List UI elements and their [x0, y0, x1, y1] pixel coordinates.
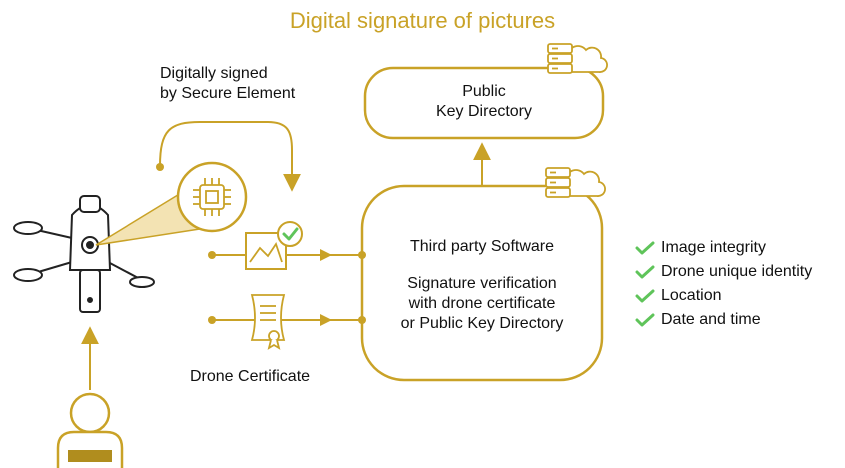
check-icon	[635, 289, 655, 303]
signing-arrow	[159, 121, 301, 192]
verification-results-list: Image integrity Drone unique identity Lo…	[635, 236, 812, 332]
signed-label-line2: by Secure Element	[160, 85, 296, 102]
software-label: Third party Software	[409, 238, 555, 255]
signed-label-line1: Digitally signed	[160, 65, 268, 82]
chip-icon	[193, 178, 231, 216]
drone-certificate-label: Drone Certificate	[190, 368, 311, 385]
check-item: Location	[635, 284, 812, 308]
check-icon	[635, 265, 655, 279]
chip-circle	[176, 161, 248, 233]
picture-line-end-dot	[358, 251, 366, 259]
verification-label-line1: Signature verification	[407, 275, 557, 292]
drone-icon	[13, 195, 158, 313]
verification-label-line3: or Public Key Directory	[400, 315, 564, 332]
check-icon	[635, 313, 655, 327]
server-cloud-icon	[545, 167, 606, 198]
check-item-label: Date and time	[661, 311, 761, 328]
public-key-directory-box	[363, 66, 605, 140]
signed-label: Digitally signed by Secure Element	[160, 64, 295, 104]
page-title: Digital signature of pictures	[289, 8, 556, 33]
check-item: Date and time	[635, 308, 812, 332]
checkmark-badge-icon	[277, 221, 303, 247]
pkd-label: Public Key Directory	[365, 82, 603, 122]
check-item-label: Image integrity	[661, 239, 766, 256]
signing-arrow-start-dot	[156, 163, 164, 171]
check-item: Drone unique identity	[635, 260, 812, 284]
certificate-line-end-dot	[358, 316, 366, 324]
certificate-icon	[250, 294, 286, 350]
check-item: Image integrity	[635, 236, 812, 260]
verification-label-line2: with drone certificate	[408, 295, 556, 312]
check-item-label: Drone unique identity	[661, 263, 813, 280]
check-item-label: Location	[661, 287, 722, 304]
pkd-label-line2: Key Directory	[435, 103, 533, 120]
verification-label: Signature verification with drone certif…	[362, 274, 602, 334]
check-icon	[635, 241, 655, 255]
server-cloud-icon	[547, 43, 608, 74]
pilot-icon	[56, 392, 124, 468]
pkd-label-line1: Public	[462, 83, 506, 100]
